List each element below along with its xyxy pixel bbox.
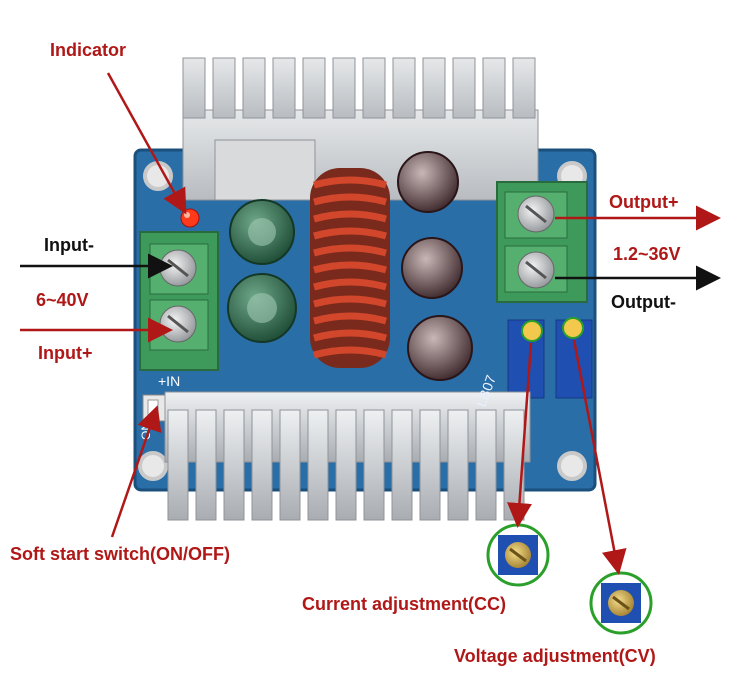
soft-start-arrow (110, 405, 162, 538)
current-pot-zoom (486, 523, 550, 587)
bottom-heatsink (164, 391, 531, 521)
output-terminal-block (496, 181, 588, 303)
input-terminal-block (139, 231, 219, 371)
inductor-coil (310, 168, 390, 368)
label-output-range: 1.2~36V (613, 244, 681, 264)
label-current-adj: Current adjustment(CC) (302, 594, 507, 614)
label-input-plus: Input+ (38, 343, 93, 363)
board-mark-in-plus: +IN (158, 373, 180, 389)
board-potentiometers (507, 317, 593, 399)
label-output-minus: Output- (611, 292, 676, 312)
label-indicator: Indicator (50, 40, 127, 60)
indicator-arrow (106, 72, 187, 215)
label-input-minus: Input- (44, 235, 94, 255)
voltage-adj-arrow (572, 339, 627, 575)
indicator-led (180, 208, 200, 228)
label-voltage-adj: Voltage adjustment(CV) (454, 646, 656, 666)
label-soft-start: Soft start switch(ON/OFF) (10, 544, 230, 564)
label-input-range: 6~40V (36, 290, 89, 310)
green-capacitors (227, 199, 297, 343)
dark-capacitors (397, 151, 473, 381)
top-heatsink (182, 57, 539, 201)
label-output-plus: Output+ (609, 192, 679, 212)
annotation-arrows (20, 72, 721, 575)
voltage-pot-zoom (589, 571, 653, 635)
current-adj-arrow (506, 342, 533, 528)
